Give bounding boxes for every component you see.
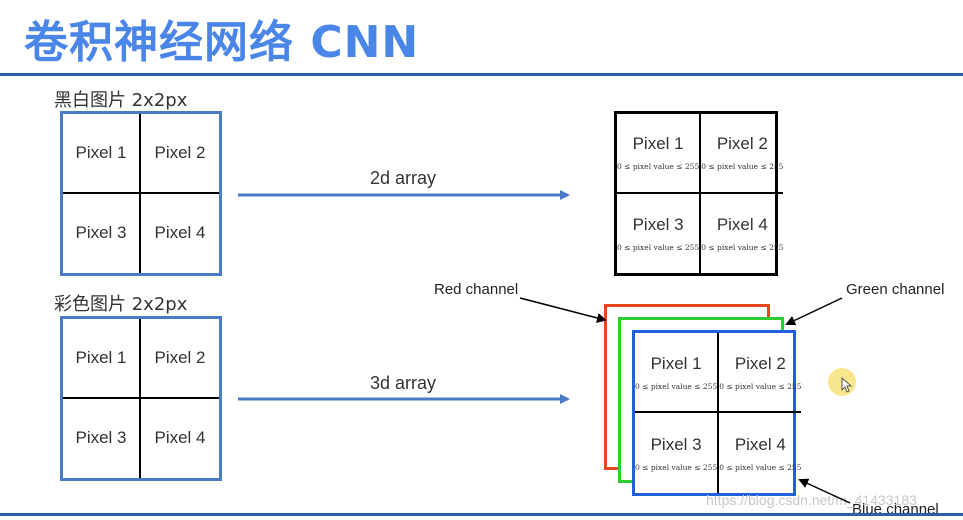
header-divider (0, 73, 963, 76)
pixel-range: 0 ≤ pixel value ≤ 255 (617, 162, 700, 172)
channel-pixel-3: Pixel 3 0 ≤ pixel value ≤ 255 (635, 413, 720, 493)
green-channel-label: Green channel (846, 281, 945, 298)
green-channel-pointer (785, 297, 843, 326)
pixel-label: Pixel 2 (154, 347, 206, 367)
pixel-label: Pixel 4 (734, 434, 786, 454)
color-section-label: 彩色图片 2x2px (54, 294, 188, 315)
color-pixel-1: Pixel 1 (63, 319, 141, 399)
color-pixel-4: Pixel 4 (141, 399, 219, 479)
color-pixel-3: Pixel 3 (63, 398, 141, 478)
pixel-label: Pixel 1 (75, 347, 127, 367)
channel-pixel-4: Pixel 4 0 ≤ pixel value ≤ 255 (719, 413, 801, 493)
grayscale-pixel-3: Pixel 3 (63, 193, 141, 273)
pixel-label: Pixel 3 (75, 428, 127, 448)
pixel-range: 0 ≤ pixel value ≤ 255 (635, 462, 718, 472)
2d-array-grid: Pixel 1 0 ≤ pixel value ≤ 255 Pixel 2 0 ≤ … (614, 111, 784, 276)
pixel-range: 0 ≤ pixel value ≤ 255 (719, 381, 802, 391)
pixel-label: Pixel 4 (716, 214, 768, 234)
color-pixel-2: Pixel 2 (141, 319, 219, 399)
pixel-range: 0 ≤ pixel value ≤ 255 (701, 242, 784, 252)
blue-channel-layer: Pixel 1 0 ≤ pixel value ≤ 255 Pixel 2 0 ≤ … (632, 330, 802, 496)
red-channel-label: Red channel (434, 281, 519, 298)
channel-pixel-2: Pixel 2 0 ≤ pixel value ≤ 255 (719, 333, 802, 413)
pixel-label: Pixel 2 (734, 353, 786, 373)
grayscale-pixel-4: Pixel 4 (141, 194, 219, 274)
pixel-range: 0 ≤ pixel value ≤ 255 (635, 381, 718, 391)
grayscale-pixel-2: Pixel 2 (141, 114, 219, 194)
pixel-label: Pixel 1 (650, 353, 702, 373)
grayscale-pixel-1: Pixel 1 (63, 114, 141, 194)
2d-array-label: 2d array (370, 168, 437, 188)
pixel-label: Pixel 2 (716, 134, 768, 154)
pixel-range: 0 ≤ pixel value ≤ 255 (701, 162, 784, 172)
footer-divider (0, 513, 963, 516)
page-title: 卷积神经网络 CNN (24, 17, 420, 68)
pixel-label: Pixel 2 (154, 142, 206, 162)
array-pixel-1: Pixel 1 0 ≤ pixel value ≤ 255 (617, 114, 702, 194)
array-pixel-4: Pixel 4 0 ≤ pixel value ≤ 255 (701, 194, 783, 274)
pixel-label: Pixel 1 (632, 134, 684, 154)
mouse-cursor-icon (841, 377, 853, 393)
pixel-label: Pixel 4 (154, 223, 206, 243)
pixel-label: Pixel 3 (632, 214, 684, 234)
red-channel-pointer (519, 297, 607, 323)
array-pixel-2: Pixel 2 0 ≤ pixel value ≤ 255 (701, 114, 784, 194)
3d-array-label: 3d array (370, 373, 437, 393)
pixel-range: 0 ≤ pixel value ≤ 255 (719, 462, 802, 472)
blue-channel-pointer (798, 478, 851, 504)
pixel-range: 0 ≤ pixel value ≤ 255 (617, 242, 700, 252)
pixel-label: Pixel 4 (154, 428, 206, 448)
array-pixel-3: Pixel 3 0 ≤ pixel value ≤ 255 (617, 193, 702, 273)
watermark: https://blog.csdn.net/m_41433183 (706, 492, 917, 508)
color-grid: Pixel 1 Pixel 2 Pixel 3 Pixel 4 (60, 316, 222, 481)
pixel-label: Pixel 3 (75, 223, 127, 243)
pixel-label: Pixel 1 (75, 142, 127, 162)
grayscale-grid: Pixel 1 Pixel 2 Pixel 3 Pixel 4 (60, 111, 222, 276)
grayscale-section-label: 黑白图片 2x2px (54, 90, 188, 111)
pixel-label: Pixel 3 (650, 434, 702, 454)
channel-pixel-1: Pixel 1 0 ≤ pixel value ≤ 255 (635, 333, 720, 413)
